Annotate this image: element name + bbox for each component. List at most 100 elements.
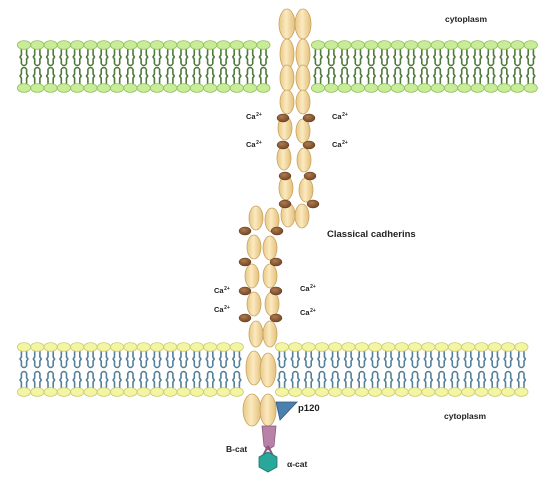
lipid-tail <box>39 351 43 366</box>
lipid-head <box>487 342 502 352</box>
cadherin-domain <box>294 8 312 40</box>
lipid-tail <box>125 69 129 84</box>
lipid-tail <box>251 49 255 64</box>
lipid-head <box>56 83 71 93</box>
cadherin-domain <box>244 263 260 289</box>
lipid-tail <box>459 49 463 64</box>
lipid-head <box>447 387 462 397</box>
lipid-tail <box>185 373 189 388</box>
lipid-head <box>501 342 516 352</box>
cadherin-domain <box>246 234 262 260</box>
lipid-tail <box>474 66 481 70</box>
lipid-tail <box>125 49 129 64</box>
lipid-tail <box>278 370 286 374</box>
calcium-label: Ca2+ <box>300 308 316 317</box>
lipid-tail <box>232 373 235 388</box>
lipid-tail <box>165 351 169 366</box>
lipid-tail <box>305 365 312 369</box>
lipid-tail <box>60 365 68 369</box>
lipid-tail <box>59 49 63 64</box>
lipid-tail <box>323 351 327 366</box>
lipid-tail <box>32 351 36 366</box>
lipid-tail <box>487 63 495 67</box>
lipid-head <box>229 83 244 93</box>
lipid-tail <box>446 69 450 84</box>
lipid-tail <box>127 370 134 374</box>
lipid-head <box>354 342 369 352</box>
lipid-tail <box>265 69 269 84</box>
lipid-tail <box>346 69 350 84</box>
lipid-tail <box>172 373 176 388</box>
lipid-tail <box>260 66 267 70</box>
lipid-tail <box>152 69 156 84</box>
calcium-label: Ca2+ <box>214 286 230 295</box>
lipid-tail <box>233 63 240 67</box>
lipid-tail <box>459 69 463 84</box>
lipid-tail <box>434 66 441 70</box>
lipid-tail <box>506 49 509 64</box>
lipid-tail <box>343 351 347 366</box>
lipid-head <box>350 40 365 50</box>
cadherin-domain <box>262 235 278 261</box>
lipid-tail <box>319 69 323 84</box>
lipid-head <box>337 83 352 93</box>
lipid-head <box>474 342 489 352</box>
cadherin-domain <box>262 320 278 348</box>
lipid-tail <box>39 69 43 84</box>
lipid-tail <box>246 63 254 67</box>
lipid-tail <box>47 66 54 70</box>
lipid-tail <box>180 66 187 70</box>
calcium-ion <box>276 113 290 123</box>
lipid-head <box>96 40 111 50</box>
cadherin-domain <box>298 177 314 203</box>
lipid-tail <box>100 63 107 67</box>
cadherin-domain <box>279 64 295 92</box>
cadherin-domain <box>259 352 277 388</box>
lipid-head <box>96 342 111 352</box>
lipid-tail <box>359 69 363 84</box>
calcium-ion <box>238 257 252 267</box>
lipid-tail <box>326 49 330 64</box>
lipid-head <box>30 83 45 93</box>
lipid-tail <box>25 351 29 366</box>
lipid-tail <box>354 63 362 67</box>
lipid-tail <box>92 49 96 64</box>
lipid-tail <box>167 66 174 70</box>
lipid-head <box>43 387 58 397</box>
lipid-tail <box>416 373 420 388</box>
lipid-tail <box>330 373 334 388</box>
lipid-tail <box>486 69 490 84</box>
lipid-head <box>404 40 419 50</box>
lipid-head <box>288 387 303 397</box>
lipid-tail <box>59 373 63 388</box>
lipid-tail <box>512 49 516 64</box>
lipid-tail <box>425 370 432 374</box>
lipid-tail <box>333 49 337 64</box>
cytoplasm-top-label: cytoplasm <box>445 14 488 24</box>
lipid-tail <box>504 370 512 374</box>
lipid-head <box>203 40 218 50</box>
lipid-tail <box>341 63 348 67</box>
lipid-tail <box>394 63 401 67</box>
lipid-tail <box>343 373 347 388</box>
lipid-head <box>514 387 529 397</box>
lipid-tail <box>79 49 82 64</box>
lipid-tail <box>412 49 416 64</box>
cadherin-domain <box>295 89 311 115</box>
lipid-tail <box>112 49 116 64</box>
lipid-tail <box>246 66 254 70</box>
lipid-tail <box>297 351 301 366</box>
lipid-tail <box>158 351 162 366</box>
lipid-head <box>110 342 125 352</box>
lipid-tail <box>258 69 262 84</box>
lipid-tail <box>357 373 360 388</box>
lipid-tail <box>478 365 485 369</box>
lipid-tail <box>463 351 467 366</box>
lipid-tail <box>518 370 525 374</box>
lipid-tail <box>92 69 96 84</box>
lipid-head <box>203 387 218 397</box>
lipid-tail <box>145 373 149 388</box>
lipid-tail <box>332 370 339 374</box>
lipid-head <box>163 342 178 352</box>
lipid-tail <box>212 351 215 366</box>
